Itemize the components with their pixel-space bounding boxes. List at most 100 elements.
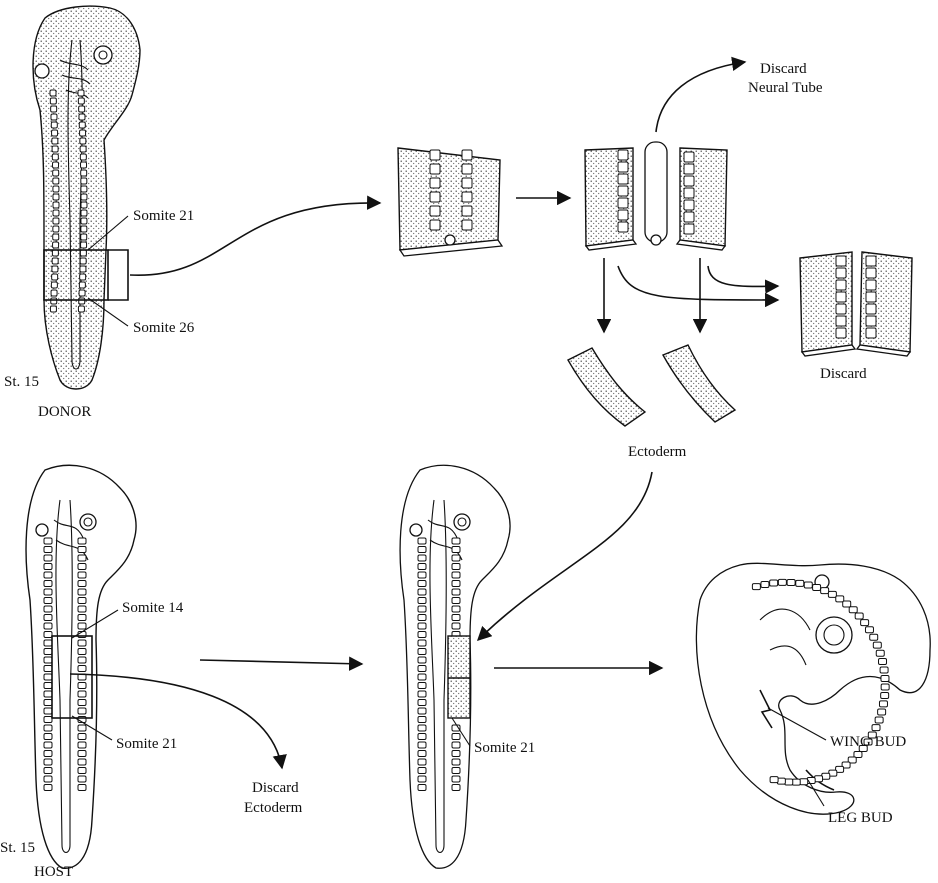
excised-block: [398, 148, 502, 256]
split-pieces: [585, 142, 727, 250]
somite: [52, 154, 58, 160]
somite: [51, 282, 57, 288]
somite: [418, 589, 426, 595]
somite: [418, 751, 426, 757]
somite: [770, 580, 778, 586]
somite: [44, 751, 52, 757]
somite: [618, 198, 628, 208]
somite: [53, 194, 59, 200]
somite: [836, 596, 844, 602]
donor-embryo: [33, 6, 140, 389]
somite: [684, 224, 694, 234]
somite: [418, 683, 426, 689]
somite: [418, 759, 426, 765]
somite: [52, 266, 58, 272]
somite: [44, 649, 52, 655]
somite: [78, 640, 86, 646]
somite: [52, 138, 58, 144]
discard-ectoderm-label-2: Ectoderm: [244, 800, 303, 816]
somite: [849, 607, 857, 613]
somite: [53, 202, 59, 208]
somite-26-donor-label: Somite 26: [133, 320, 195, 336]
somite: [78, 768, 86, 774]
somite: [418, 547, 426, 553]
somite: [452, 538, 460, 544]
somite: [452, 623, 460, 629]
somite: [51, 290, 57, 296]
somite: [418, 598, 426, 604]
somite: [81, 194, 87, 200]
somite: [452, 742, 460, 748]
somite: [418, 691, 426, 697]
somite: [684, 164, 694, 174]
somite: [418, 666, 426, 672]
somite: [78, 572, 86, 578]
somite: [44, 708, 52, 714]
somite: [618, 162, 628, 172]
somite: [80, 154, 86, 160]
somite: [836, 328, 846, 338]
somite: [78, 615, 86, 621]
somite: [876, 650, 884, 656]
somite: [866, 328, 876, 338]
somite: [53, 162, 59, 168]
somite: [44, 589, 52, 595]
somite: [53, 242, 59, 248]
somite-14-host-label: Somite 14: [122, 600, 184, 616]
somite: [796, 580, 804, 586]
somite: [44, 674, 52, 680]
somite: [462, 178, 472, 188]
somite: [51, 106, 57, 112]
result-embryo: [696, 563, 930, 814]
somite: [861, 620, 869, 626]
somite: [80, 274, 86, 280]
somite: [865, 627, 873, 633]
somite: [44, 717, 52, 723]
somite: [418, 606, 426, 612]
somite: [452, 581, 460, 587]
somite: [452, 768, 460, 774]
somite: [44, 742, 52, 748]
somite: [866, 292, 876, 302]
somite: [81, 162, 87, 168]
somite: [618, 210, 628, 220]
somite: [78, 306, 84, 312]
somite: [51, 298, 57, 304]
somite-21-host-label: Somite 21: [116, 736, 177, 752]
somite: [462, 220, 472, 230]
somite-21-graft-label: Somite 21: [474, 740, 535, 756]
somite: [418, 700, 426, 706]
somite: [873, 642, 881, 648]
somite: [787, 579, 795, 585]
somite: [50, 90, 56, 96]
somite: [80, 266, 86, 272]
somite: [430, 164, 440, 174]
somite: [44, 700, 52, 706]
somite: [44, 615, 52, 621]
somite: [80, 250, 86, 256]
wing-bud-label: WING BUD: [830, 734, 906, 750]
somite: [53, 186, 59, 192]
somite: [452, 776, 460, 782]
leg-bud-label: LEG BUD: [828, 810, 893, 826]
somite: [785, 779, 793, 785]
somite: [418, 581, 426, 587]
somite: [81, 178, 87, 184]
somite: [418, 632, 426, 638]
somite: [44, 606, 52, 612]
somite: [866, 268, 876, 278]
somite: [462, 150, 472, 160]
somite: [418, 742, 426, 748]
discard-right-label: Discard: [820, 366, 867, 382]
somite: [78, 581, 86, 587]
somite: [44, 623, 52, 629]
somite: [430, 150, 440, 160]
somite: [81, 226, 87, 232]
somite: [44, 581, 52, 587]
somite: [855, 613, 863, 619]
somite: [79, 282, 85, 288]
somite: [52, 258, 58, 264]
somite: [452, 598, 460, 604]
host-embryo: [26, 465, 136, 868]
somite: [792, 779, 800, 785]
